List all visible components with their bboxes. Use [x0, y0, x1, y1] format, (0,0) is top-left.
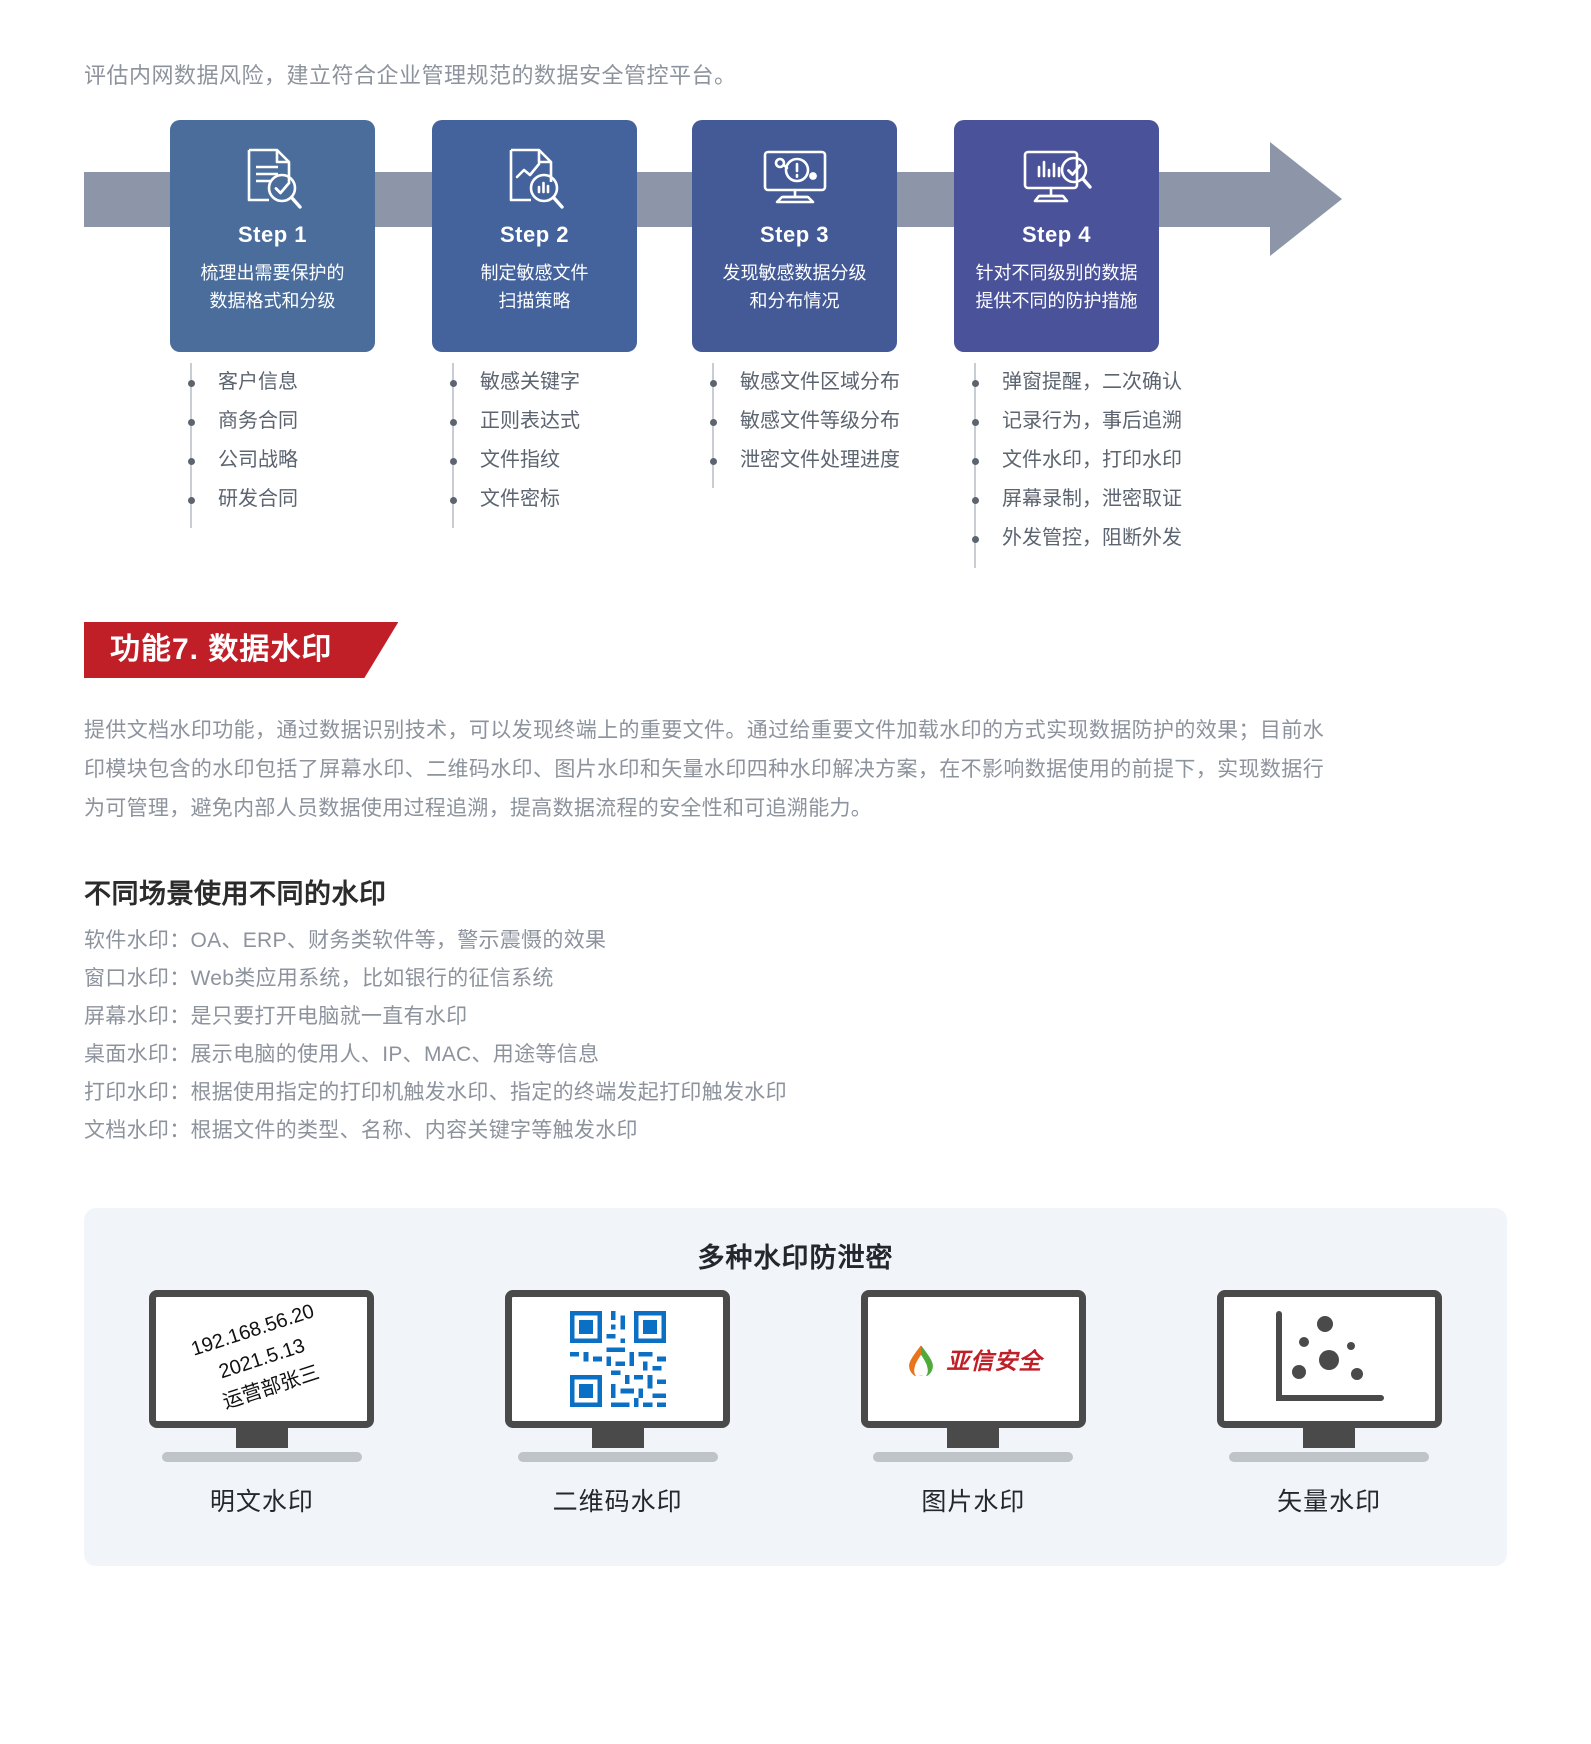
step-desc-line-2: 扫描策略	[498, 290, 571, 311]
monitor-screen: 亚信安全	[860, 1290, 1086, 1428]
scenario-row: 软件水印：OA、ERP、财务类软件等，警示震慑的效果	[84, 929, 607, 952]
monitor-neck	[1303, 1428, 1356, 1448]
monitor-neck	[235, 1428, 288, 1448]
vector-scatter-icon	[1276, 1311, 1385, 1401]
intro-text: 评估内网数据风险，建立符合企业管理规范的数据安全管控平台。	[84, 63, 737, 88]
showcase-label: 明文水印	[209, 1488, 314, 1516]
step-desc-line-2: 和分布情况	[749, 290, 840, 311]
list-item: 泄密文件处理进度	[710, 441, 962, 480]
step-title: Step 2	[499, 222, 570, 247]
step-desc-line-2: 数据格式和分级	[209, 290, 336, 311]
showcase-item-plain-text[interactable]: 192.168.56.20 2021.5.13 运营部张三 明文水印	[142, 1290, 382, 1518]
document-search-check-icon	[170, 142, 375, 216]
showcase-label: 二维码水印	[552, 1488, 683, 1516]
step-1-bullet-list: 客户信息 商务合同 公司战略 研发合同	[188, 363, 440, 528]
step-desc-line-1: 梳理出需要保护的	[200, 263, 345, 283]
list-item: 记录行为，事后追溯	[972, 402, 1224, 441]
scenario-row: 屏幕水印：是只要打开电脑就一直有水印	[84, 1005, 468, 1028]
section-paragraph: 提供文档水印功能，通过数据识别技术，可以发现终端上的重要文件。通过给重要文件加载…	[84, 719, 1324, 820]
showcase-item-image[interactable]: 亚信安全 图片水印	[853, 1290, 1093, 1518]
scenario-row: 文档水印：根据文件的类型、名称、内容关键字等触发水印	[84, 1119, 638, 1142]
step-4-bullet-list: 弹窗提醒，二次确认 记录行为，事后追溯 文件水印，打印水印 屏幕录制，泄密取证 …	[972, 363, 1224, 568]
steps-section: Step 1 梳理出需要保护的 数据格式和分级 Step 2	[0, 120, 1591, 590]
process-arrow-head	[1270, 142, 1342, 256]
list-item: 文件指纹	[450, 441, 702, 480]
step-description: 梳理出需要保护的 数据格式和分级	[170, 260, 375, 316]
brand-logo-text: 亚信安全	[946, 1348, 1043, 1374]
step-description: 针对不同级别的数据 提供不同的防护措施	[954, 260, 1159, 316]
list-item: 敏感文件等级分布	[710, 402, 962, 441]
plain-text-watermark: 192.168.56.20 2021.5.13 运营部张三	[187, 1297, 336, 1421]
step-title: Step 3	[759, 222, 830, 247]
step-3-bullet-list: 敏感文件区域分布 敏感文件等级分布 泄密文件处理进度	[710, 363, 962, 488]
scenario-row: 桌面水印：展示电脑的使用人、IP、MAC、用途等信息	[84, 1043, 600, 1066]
monitor-alert-icon	[692, 142, 897, 216]
section-banner-title: 功能7. 数据水印	[84, 622, 398, 678]
monitor-base	[1229, 1452, 1430, 1462]
step-desc-line-2: 提供不同的防护措施	[975, 290, 1138, 311]
list-item: 公司战略	[188, 441, 440, 480]
step-card-4[interactable]: Step 4 针对不同级别的数据 提供不同的防护措施	[954, 120, 1159, 352]
showcase-item-qr-code[interactable]: 二维码水印	[498, 1290, 738, 1518]
brand-logo: 亚信安全	[904, 1342, 1042, 1376]
monitor-base	[161, 1452, 362, 1462]
monitor-base	[517, 1452, 718, 1462]
step-title: Step 1	[237, 222, 308, 247]
step-description: 发现敏感数据分级 和分布情况	[692, 260, 897, 316]
scenario-row: 打印水印：根据使用指定的打印机触发水印、指定的终端发起打印触发水印	[84, 1081, 787, 1104]
list-item: 正则表达式	[450, 402, 702, 441]
asiainfo-logo-icon	[909, 1345, 934, 1376]
scenarios-list: 软件水印：OA、ERP、财务类软件等，警示震慑的效果 窗口水印：Web类应用系统…	[84, 922, 787, 1150]
monitor-screen: 192.168.56.20 2021.5.13 运营部张三	[149, 1290, 375, 1428]
step-desc-line-1: 针对不同级别的数据	[975, 263, 1138, 283]
step-desc-line-1: 制定敏感文件	[480, 263, 589, 283]
list-item: 研发合同	[188, 480, 440, 519]
list-item: 客户信息	[188, 363, 440, 402]
list-item: 文件密标	[450, 480, 702, 519]
showcase-label: 矢量水印	[1277, 1488, 1382, 1516]
list-item: 文件水印，打印水印	[972, 441, 1224, 480]
scenarios-heading: 不同场景使用不同的水印	[84, 879, 387, 909]
list-item: 商务合同	[188, 402, 440, 441]
monitor-neck	[591, 1428, 644, 1448]
monitor-neck	[947, 1428, 1000, 1448]
list-item: 外发管控，阻断外发	[972, 519, 1224, 558]
showcase-title: 多种水印防泄密	[697, 1243, 894, 1273]
qr-code-icon	[569, 1311, 666, 1407]
list-item: 敏感文件区域分布	[710, 363, 962, 402]
step-card-1[interactable]: Step 1 梳理出需要保护的 数据格式和分级	[170, 120, 375, 352]
list-item: 敏感关键字	[450, 363, 702, 402]
showcase-item-vector[interactable]: 矢量水印	[1209, 1290, 1449, 1518]
step-card-3[interactable]: Step 3 发现敏感数据分级 和分布情况	[692, 120, 897, 352]
showcase-label: 图片水印	[921, 1488, 1026, 1516]
step-title: Step 4	[1021, 222, 1092, 247]
step-2-bullet-list: 敏感关键字 正则表达式 文件指纹 文件密标	[450, 363, 702, 528]
list-item: 屏幕录制，泄密取证	[972, 480, 1224, 519]
scenario-row: 窗口水印：Web类应用系统，比如银行的征信系统	[84, 967, 554, 990]
monitor-bars-check-icon	[954, 142, 1159, 216]
watermark-showcase-panel: 多种水印防泄密 192.168.56.20 2021.5.13 运营部张三 明文…	[84, 1208, 1507, 1566]
monitor-base	[873, 1452, 1074, 1462]
list-item: 弹窗提醒，二次确认	[972, 363, 1224, 402]
step-card-2[interactable]: Step 2 制定敏感文件 扫描策略	[432, 120, 637, 352]
step-description: 制定敏感文件 扫描策略	[432, 260, 637, 316]
showcase-monitors: 192.168.56.20 2021.5.13 运营部张三 明文水印	[84, 1290, 1507, 1518]
document-chart-search-icon	[432, 142, 637, 216]
monitor-screen	[1216, 1290, 1442, 1428]
step-desc-line-1: 发现敏感数据分级	[722, 263, 867, 283]
monitor-screen	[505, 1290, 731, 1428]
